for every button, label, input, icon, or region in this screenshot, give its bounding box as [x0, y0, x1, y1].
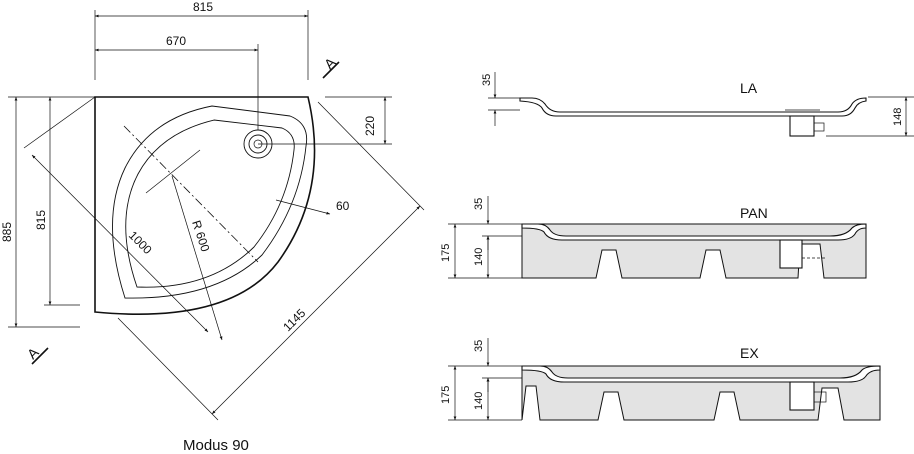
la-depth: 35 [481, 74, 493, 86]
la-label: LA [740, 80, 758, 96]
pan-label: PAN [740, 205, 768, 221]
ex-total: 175 [440, 386, 452, 404]
pan-total: 175 [440, 244, 452, 262]
pan-depth: 35 [473, 198, 485, 210]
ex-inner: 140 [473, 392, 485, 410]
pan-body [521, 223, 867, 279]
section-la: LA 35 148 [481, 72, 914, 137]
plan-view: 815 670 885 815 220 A A 60 R 600 1000 [0, 0, 425, 454]
basin-inner-edge [125, 119, 295, 288]
dim-diagonal: 1145 [280, 306, 308, 334]
plan-caption: Modus 90 [183, 437, 249, 454]
dim-height-inner: 815 [34, 210, 48, 230]
section-ex: EX 35 175 140 [440, 338, 881, 421]
ex-depth: 35 [473, 340, 485, 352]
dim-radius: R 600 [189, 219, 212, 254]
dim-drain-offset: 220 [363, 116, 377, 136]
section-marker-top: A [321, 54, 339, 72]
section-pan: PAN 35 175 140 [440, 196, 867, 279]
dim-width-outer: 815 [193, 0, 213, 14]
ex-label: EX [740, 345, 759, 361]
dim-inner-diagonal: 1000 [126, 228, 155, 257]
pan-inner: 140 [473, 248, 485, 266]
section-marker-bottom: A [24, 344, 42, 362]
dim-height-outer: 885 [0, 222, 14, 242]
basin-outer-edge [112, 105, 308, 299]
la-profile [519, 97, 867, 117]
dim-rim: 60 [336, 199, 350, 213]
dim-width-inner: 670 [166, 34, 186, 48]
la-height: 148 [892, 108, 904, 126]
